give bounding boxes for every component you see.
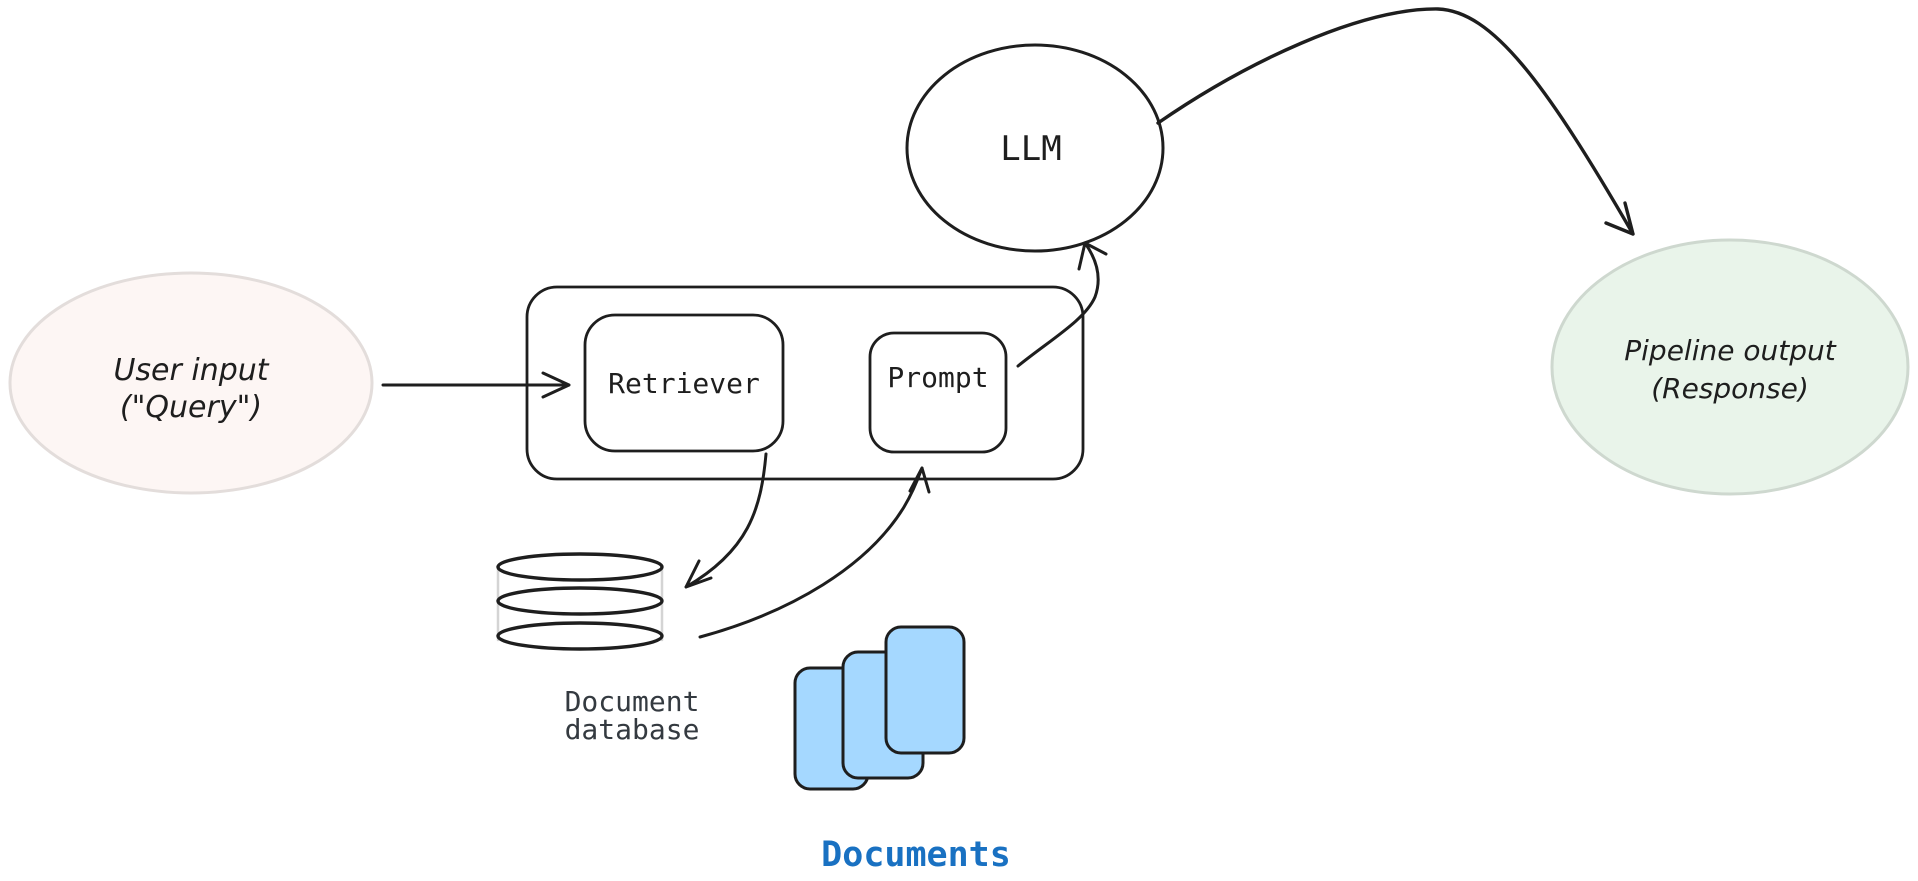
database-disk-middle xyxy=(496,586,664,616)
document-database-node: Document database xyxy=(496,552,700,746)
pipeline-output-label-line1: Pipeline output xyxy=(1624,334,1836,367)
retriever-label: Retriever xyxy=(608,367,760,400)
database-label-line1: Document xyxy=(565,685,700,718)
llm-label: LLM xyxy=(1000,129,1061,169)
documents-node: Documents xyxy=(793,625,1011,875)
prompt-node: Prompt xyxy=(868,331,1008,454)
arrow-documents-to-prompt xyxy=(698,466,931,639)
user-input-node: User input ("Query") xyxy=(8,271,374,495)
arrow-prompt-to-llm xyxy=(1016,241,1108,368)
arrow-retriever-to-database xyxy=(684,452,768,589)
user-input-label-line1: User input xyxy=(113,353,269,388)
arrow-user-input-to-retriever xyxy=(381,371,571,399)
database-label-line2: database xyxy=(565,713,700,746)
retriever-box xyxy=(583,313,785,453)
pipeline-output-node: Pipeline output (Response) xyxy=(1550,238,1910,496)
database-disk-bottom xyxy=(496,621,664,651)
database-disk-top xyxy=(496,552,664,582)
prompt-label: Prompt xyxy=(887,361,988,394)
pipeline-group-container xyxy=(525,285,1085,481)
pipeline-output-ellipse xyxy=(1550,238,1910,496)
prompt-box xyxy=(868,331,1008,454)
pipeline-output-label-line2: (Response) xyxy=(1651,372,1809,405)
arrow-llm-to-pipeline-output xyxy=(1156,7,1635,236)
user-input-ellipse xyxy=(8,271,374,495)
llm-node: LLM xyxy=(905,43,1165,253)
documents-label: Documents xyxy=(821,835,1011,875)
llm-ellipse xyxy=(905,43,1165,253)
retriever-node: Retriever xyxy=(583,313,785,453)
document-card-front xyxy=(884,625,966,755)
user-input-label-line2: ("Query") xyxy=(120,390,262,425)
